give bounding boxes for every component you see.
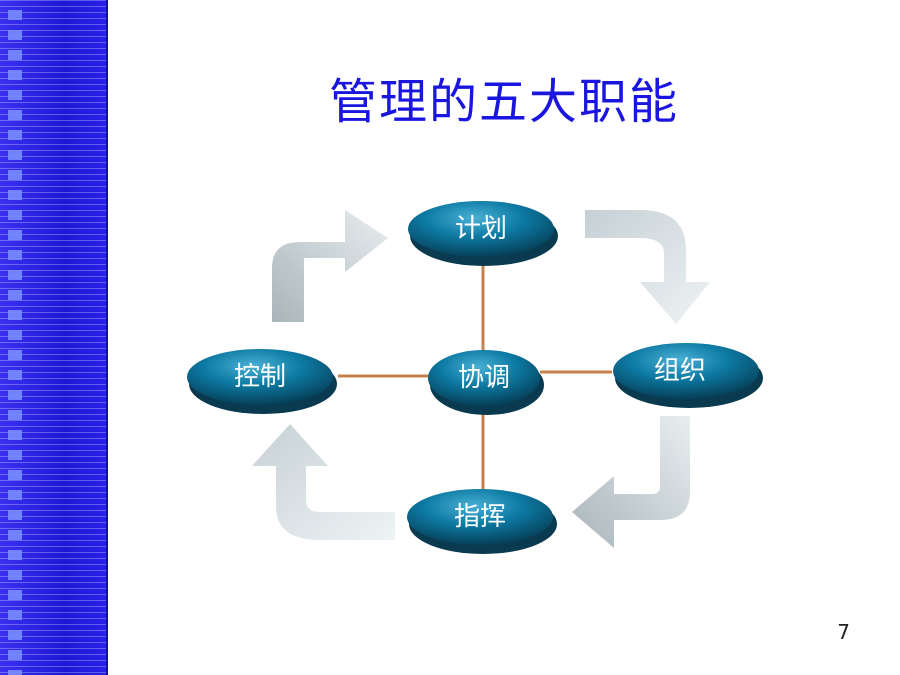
node-label-coordinate: 协调 [457,363,510,393]
node-label-command: 指挥 [453,502,506,532]
node-label-control: 控制 [233,362,286,392]
node-label-plan: 计划 [454,214,507,244]
cycle-arrow-icon [572,416,690,548]
cycle-arrow-icon [585,210,710,324]
sidebar-pattern [8,0,22,675]
page-number: 7 [837,620,850,644]
sidebar-decoration [0,0,108,675]
cycle-arrow-icon [272,210,388,322]
node-coordinate [428,350,544,415]
node-control [187,349,337,414]
node-plan [408,201,558,266]
node-organize [613,343,763,408]
node-command [407,489,557,554]
sidebar-divider [106,0,108,675]
node-label-organize: 组织 [653,356,706,386]
slide-title: 管理的五大职能 [328,74,679,130]
cycle-arrow-icon [252,424,395,540]
